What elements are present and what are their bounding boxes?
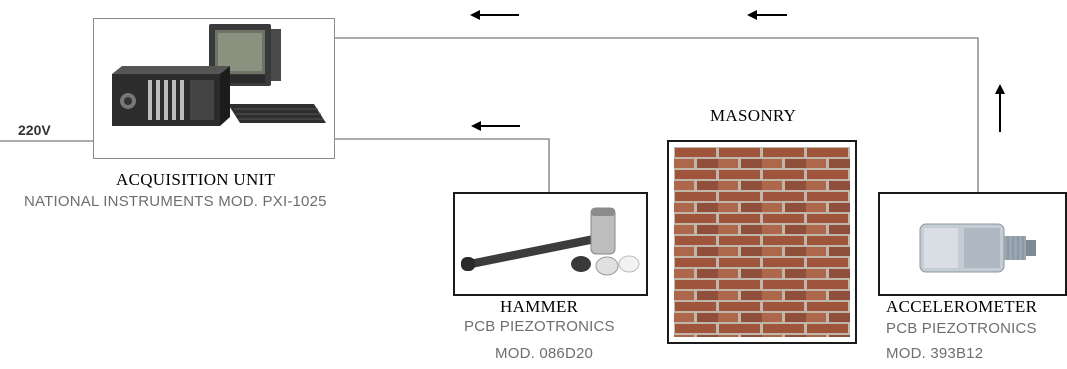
- accelerometer-title: ACCELEROMETER: [886, 297, 1037, 317]
- arrow-left-icon: [470, 10, 519, 20]
- accelerometer-box: [878, 192, 1067, 296]
- masonry-box: [667, 140, 857, 344]
- accelerometer-sensor-icon: [880, 194, 1067, 294]
- hammer-box: [453, 192, 648, 296]
- arrow-up-icon: [995, 84, 1005, 132]
- accelerometer-model: MOD. 393B12: [886, 345, 983, 362]
- hammer-model: MOD. 086D20: [495, 345, 593, 362]
- arrow-left-icon: [471, 121, 520, 131]
- brick-wall-icon: [674, 147, 850, 337]
- hammer-maker: PCB PIEZOTRONICS: [464, 318, 615, 335]
- hammer-title: HAMMER: [500, 297, 578, 317]
- hammer-signal-wire: [334, 139, 549, 192]
- acquisition-unit-model: NATIONAL INSTRUMENTS MOD. PXI-1025: [24, 193, 327, 210]
- acquisition-unit-box: [93, 18, 335, 159]
- acquisition-unit-title: ACQUISITION UNIT: [116, 170, 275, 190]
- impact-hammer-icon: [455, 194, 646, 294]
- accelerometer-maker: PCB PIEZOTRONICS: [886, 320, 1037, 337]
- arrow-left-icon: [747, 10, 787, 20]
- power-voltage-label: 220V: [18, 122, 51, 138]
- masonry-title: MASONRY: [710, 106, 796, 126]
- computer-workstation-icon: [94, 19, 334, 158]
- accelerometer-signal-wire: [334, 38, 978, 192]
